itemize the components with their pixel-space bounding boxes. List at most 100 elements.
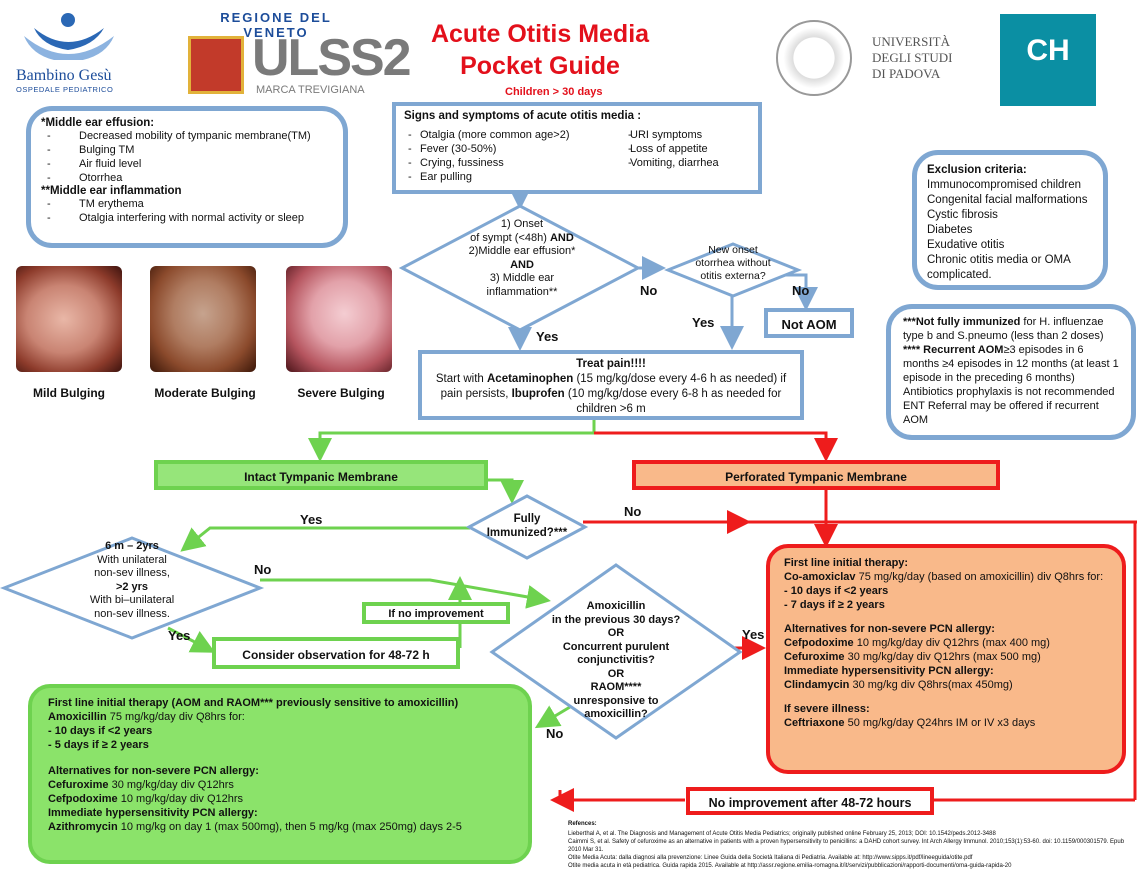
padova-logo: UNIVERSITÀ DEGLI STUDI DI PADOVA: [776, 20, 956, 100]
green-drug-dose: 75 mg/kg/day div Q8hrs for:: [106, 711, 245, 723]
perforated-tm-box: Perforated Tympanic Membrane: [632, 460, 1000, 490]
amox-line-6: OR: [607, 667, 625, 680]
age-line-5: With bi–unilateral: [89, 594, 175, 606]
green-alt-1-dose: 30 mg/kg/day div Q12hrs: [108, 779, 234, 791]
page-title: Acute Otitis Media Pocket Guide: [400, 18, 680, 82]
caption-moderate: Moderate Bulging: [154, 386, 256, 400]
orange-title: First line initial therapy:: [784, 557, 909, 569]
reference-2: Caimmi S, et al. Safety of cefuroxime as…: [568, 839, 1125, 853]
orange-alt-1-name: Cefpodoxime: [784, 637, 854, 649]
age-line-2: With unilateral: [97, 553, 167, 566]
padova-line-2: DEGLI STUDI: [872, 50, 953, 65]
onset-line-3: 2)Middle ear effusion*: [468, 245, 576, 257]
list-item: Ear pulling: [402, 170, 622, 184]
chop-mark: CH: [1026, 34, 1070, 67]
notes-immunized-text: for H. influenzae type b and S.pneumo (l…: [903, 316, 1104, 342]
notes-recurrent-title: **** Recurrent AOM: [903, 344, 1004, 356]
orange-dur-2: - 7 days if ≥ 2 years: [784, 599, 885, 611]
list-item: Cystic fibrosis: [927, 209, 998, 221]
padova-line-1: UNIVERSITÀ: [872, 34, 950, 49]
photo-mild-bulging: [16, 266, 122, 372]
notes-ent: ENT Referral may be offered if recurrent…: [903, 400, 1099, 426]
age-line-1: 6 m – 2yrs: [105, 540, 159, 552]
bambino-gesu-name: Bambino Gesù: [16, 67, 112, 84]
label-yes-onset: Yes: [536, 329, 559, 344]
immunized-line-1: Fully: [513, 513, 541, 525]
not-aom-label: Not AOM: [781, 317, 837, 332]
age-line-4: >2 yrs: [115, 580, 149, 593]
green-imm-title: Immediate hypersensitivity PCN allergy:: [48, 807, 258, 819]
no-improvement-label: No improvement after 48-72 hours: [708, 796, 912, 810]
caption-mild: Mild Bulging: [33, 386, 105, 400]
ulss-name: ULSS2: [252, 29, 412, 87]
list-item: Air fluid level: [41, 157, 333, 171]
onset-line-1: 1) Onset: [500, 218, 544, 230]
amox-line-7: RAOM****: [590, 681, 642, 693]
label-no-otorrhea: No: [792, 283, 810, 298]
observation-label: Consider observation for 48-72 h: [242, 648, 430, 662]
list-item: Otalgia interfering with normal activity…: [41, 211, 333, 225]
green-dur-2: - 5 days if ≥ 2 years: [48, 739, 149, 751]
orange-alt-2-dose: 30 mg/kg/day div Q12hrs (max 500 mg): [844, 651, 1041, 663]
onset-diamond-text: 1) Onset of sympt (<48h) AND 2)Middle ea…: [452, 218, 592, 299]
bambino-gesu-sub: OSPEDALE PEDIATRICO: [16, 85, 114, 94]
orange-imm-1-dose: 30 mg/kg div Q8hrs(max 450mg): [849, 679, 1013, 691]
pain-text-1: Start with: [435, 373, 487, 385]
onset-line-2-text: of sympt (<48h): [470, 231, 550, 244]
list-item: Loss of appetite: [622, 142, 762, 156]
list-item: Vomiting, diarrhea: [622, 156, 762, 170]
onset-line-6: inflammation**: [486, 285, 558, 298]
notes-immunized: ***Not fully immunized for H. influenzae…: [903, 315, 1119, 343]
green-alt-title: Alternatives for non-severe PCN allergy:: [48, 765, 259, 777]
amox-line-1: Amoxicillin: [586, 600, 646, 612]
green-alt-2-dose: 10 mg/kg/day div Q12hrs: [117, 793, 244, 805]
list-item: Otorrhea: [41, 171, 333, 185]
green-alt-2-name: Cefpodoxime: [48, 793, 118, 805]
ulss-logo: REGIONE DEL VENETO ULSS2 MARCA TREVIGIAN…: [186, 10, 412, 98]
immunized-diamond-text: Fully Immunized?***: [482, 512, 572, 540]
pain-drug-2: Ibuprofen: [511, 388, 565, 400]
label-no-onset: No: [640, 283, 658, 298]
exclusion-title: Exclusion criteria:: [927, 164, 1027, 176]
otorrhea-line-1: New onset: [708, 244, 758, 256]
label-no-immunized: No: [624, 504, 642, 519]
title-line-1: Acute Otitis Media: [430, 20, 650, 48]
chop-logo: CH: [1000, 14, 1096, 106]
green-alt-2: Cefpodoxime 10 mg/kg/day div Q12hrs: [48, 792, 512, 806]
otorrhea-line-2: otorrhea without: [695, 257, 771, 269]
amox-diamond-text: Amoxicillin in the previous 30 days? OR …: [546, 600, 686, 722]
age-line-3: non-sev illness,: [94, 567, 170, 579]
amox-line-2: in the previous 30 days?: [551, 613, 681, 626]
list-item: Diabetes: [927, 224, 973, 236]
inflammation-heading: **Middle ear inflammation: [41, 185, 182, 197]
green-drug-name: Amoxicillin: [48, 711, 107, 723]
orange-drug-name: Co-amoxiclav: [784, 571, 856, 583]
orange-imm-1-name: Clindamycin: [784, 679, 850, 691]
notes-box: ***Not fully immunized for H. influenzae…: [886, 304, 1136, 440]
green-title: First line initial therapy (AOM and RAOM…: [48, 697, 459, 709]
orange-sev-title: If severe illness:: [784, 703, 870, 715]
age-line-6: non-sev illness.: [94, 607, 170, 620]
orange-alt-2: Cefuroxime 30 mg/kg/day div Q12hrs (max …: [784, 650, 1108, 664]
reference-1: Lieberthal A, et al. The Diagnosis and M…: [568, 831, 996, 837]
label-yes-otorrhea: Yes: [692, 315, 715, 330]
pain-drug-1: Acetaminophen: [487, 373, 574, 385]
no-improvement-box: No improvement after 48-72 hours: [686, 787, 934, 815]
references: Refences: Lieberthal A, et al. The Diagn…: [568, 820, 1134, 870]
pain-text-2: (15 mg/kg/dose every 4-6 h as needed) if…: [440, 373, 787, 400]
perforated-tm-label: Perforated Tympanic Membrane: [725, 470, 907, 484]
onset-and-1: AND: [549, 231, 574, 244]
effusion-definition-box: *Middle ear effusion: Decreased mobility…: [26, 106, 348, 248]
label-no-age: No: [254, 562, 272, 577]
title-line-2: Pocket Guide: [460, 52, 620, 80]
ulss-region: REGIONE DEL VENETO: [220, 10, 332, 40]
onset-and-2: AND: [510, 258, 534, 271]
list-item: Chronic otitis media or OMA complicated.: [927, 254, 1071, 281]
notes-immunized-title: ***Not fully immunized: [903, 316, 1021, 328]
amox-line-4: Concurrent purulent: [562, 640, 670, 653]
orange-drug-dose: 75 mg/kg/day (based on amoxicillin) div …: [855, 571, 1104, 583]
amox-line-3: OR: [607, 627, 625, 639]
label-yes-amox: Yes: [742, 627, 765, 642]
green-imm-1-dose: 10 mg/kg on day 1 (max 500mg), then 5 mg…: [117, 821, 462, 833]
otorrhea-line-3: otitis externa?: [700, 270, 766, 282]
